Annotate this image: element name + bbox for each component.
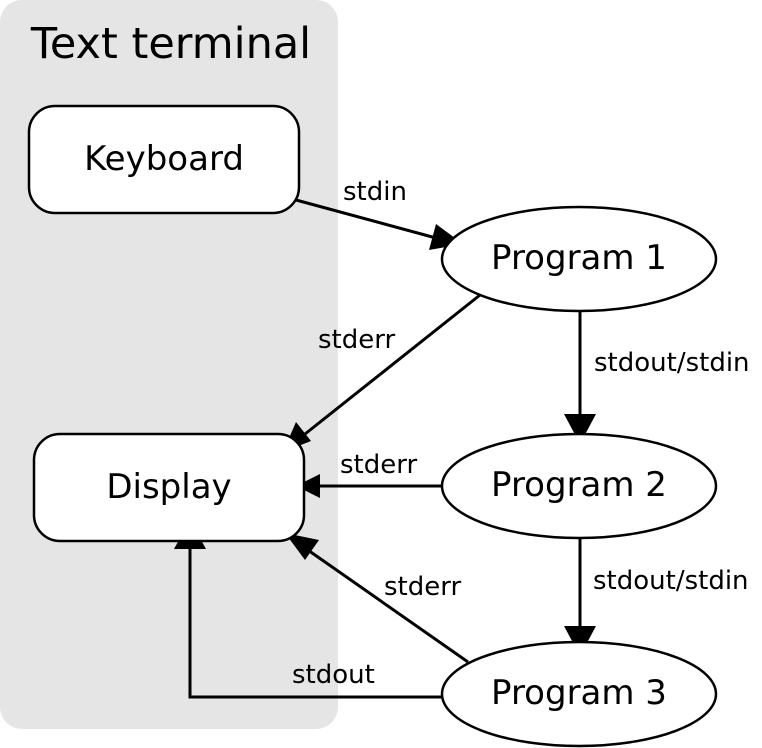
edge-label-stdout: stdout: [292, 660, 375, 690]
edge-program2-to-display: stderr: [296, 450, 442, 498]
edge-program1-to-program2: stdout/stdin: [564, 311, 750, 444]
program3-label: Program 3: [491, 673, 667, 713]
program2-ellipse: [440, 432, 718, 540]
edge-line: [299, 293, 481, 440]
display-label: Display: [106, 467, 231, 507]
edge-line: [295, 198, 437, 240]
edge-line: [304, 546, 469, 664]
arrowhead: [564, 414, 596, 444]
text-terminal-title: Text terminal: [30, 19, 311, 69]
arrowhead: [296, 474, 320, 498]
edge-program3-to-display-stderr: stderr: [285, 533, 469, 664]
edge-program2-to-program3: stdout/stdin: [564, 538, 749, 656]
node-program2: Program 2: [440, 432, 718, 540]
node-display: Display: [32, 432, 306, 543]
node-program3: Program 3: [440, 640, 718, 748]
arrowhead: [285, 533, 319, 560]
edge-label-stdin: stdin: [343, 177, 407, 207]
edge-label-stderr: stderr: [318, 325, 395, 355]
edge-program1-to-display: stderr: [283, 293, 481, 452]
edge-label-stderr: stderr: [340, 450, 417, 480]
edge-label-stdout-stdin: stdout/stdin: [594, 348, 750, 378]
edge-line: [188, 545, 442, 699]
program1-ellipse: [440, 205, 718, 313]
display-box: [32, 432, 306, 543]
keyboard-box: [27, 104, 301, 215]
edge-label-stderr: stderr: [384, 572, 461, 602]
edge-keyboard-to-program1: stdin: [295, 177, 463, 250]
edges: stdin stderr stdout/stdin stderr stdout/…: [174, 177, 750, 699]
program1-label: Program 1: [491, 238, 667, 278]
program3-ellipse: [440, 640, 718, 748]
node-program1: Program 1: [440, 205, 718, 313]
edge-label-stdout-stdin: stdout/stdin: [593, 566, 749, 596]
nodes: Keyboard Display Program 1 Program 2 Pro…: [27, 104, 718, 748]
program2-label: Program 2: [491, 465, 667, 505]
keyboard-label: Keyboard: [84, 139, 244, 179]
node-keyboard: Keyboard: [27, 104, 301, 215]
